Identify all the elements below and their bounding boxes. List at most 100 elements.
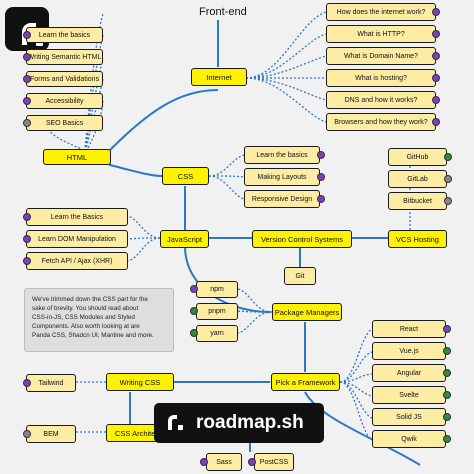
node-pkg-managers[interactable]: Package Managers xyxy=(272,303,342,321)
node-gitlab[interactable]: GitLab xyxy=(388,170,447,188)
node-label: DNS and how it works? xyxy=(344,96,418,104)
node-js-basics[interactable]: Learn the Basics xyxy=(26,208,128,226)
check-icon xyxy=(444,153,452,161)
node-label: Angular xyxy=(396,369,422,377)
node-bem[interactable]: BEM xyxy=(26,425,76,443)
check-icon xyxy=(443,413,451,421)
node-label: yarn xyxy=(210,330,224,337)
node-html[interactable]: HTML xyxy=(43,149,111,165)
node-label: Browsers and how they work? xyxy=(334,118,428,126)
check-icon xyxy=(190,329,198,337)
node-label: Learn the basics xyxy=(38,31,91,39)
node-vcs-hosting[interactable]: VCS Hosting xyxy=(388,230,447,248)
node-yarn[interactable]: yarn xyxy=(196,325,238,342)
node-label: Bitbucket xyxy=(403,197,432,205)
node-label: How does the internet work? xyxy=(336,8,426,16)
node-dns[interactable]: DNS and how it works? xyxy=(326,91,436,109)
node-npm[interactable]: npm xyxy=(196,281,238,298)
node-label: Making Layouts xyxy=(257,173,307,181)
page-title: Front-end xyxy=(199,6,247,18)
check-icon xyxy=(23,430,31,438)
node-label: What is hosting? xyxy=(355,74,407,82)
node-domain[interactable]: What is Domain Name? xyxy=(326,47,436,65)
node-label: SEO Basics xyxy=(45,119,84,127)
node-semantic-html[interactable]: Writing Semantic HTML xyxy=(26,49,103,65)
check-icon xyxy=(317,151,325,159)
node-layouts[interactable]: Making Layouts xyxy=(244,168,320,186)
check-icon xyxy=(23,379,31,387)
node-label: Qwik xyxy=(401,435,417,443)
node-http[interactable]: What is HTTP? xyxy=(326,25,436,43)
node-pnpm[interactable]: pnpm xyxy=(196,303,238,320)
node-fetch[interactable]: Fetch API / Ajax (XHR) xyxy=(26,252,128,270)
check-icon xyxy=(23,75,31,83)
node-label: React xyxy=(399,325,419,333)
brand-name: roadmap.sh xyxy=(196,412,304,433)
node-label: Writing CSS xyxy=(119,377,161,387)
node-writing-css[interactable]: Writing CSS xyxy=(106,373,174,391)
node-qwik[interactable]: Qwik xyxy=(372,430,446,448)
node-label: JavaScript xyxy=(166,234,202,244)
node-label: Responsive Design xyxy=(251,195,313,203)
check-icon xyxy=(190,307,198,315)
node-vue[interactable]: Vue.js xyxy=(372,342,446,360)
node-internet[interactable]: Internet xyxy=(191,68,247,86)
node-label: Learn the basics xyxy=(256,151,308,159)
node-label: What is Domain Name? xyxy=(344,52,418,60)
node-accessibility[interactable]: Accessibility xyxy=(26,93,103,109)
node-postcss[interactable]: PostCSS xyxy=(254,453,294,471)
node-learn-basics[interactable]: Learn the basics xyxy=(26,27,103,43)
node-label: Solid JS xyxy=(396,413,422,421)
check-icon xyxy=(432,118,440,126)
check-icon xyxy=(443,369,451,377)
roadmap-r-icon xyxy=(166,412,188,434)
node-label: BEM xyxy=(43,430,59,438)
node-label: GitHub xyxy=(406,153,429,161)
check-icon xyxy=(23,31,31,39)
node-svelte[interactable]: Svelte xyxy=(372,386,446,404)
node-pick-framework[interactable]: Pick a Framework xyxy=(271,373,340,391)
node-dom[interactable]: Learn DOM Manipulation xyxy=(26,230,128,248)
check-icon xyxy=(432,74,440,82)
node-label: GitLab xyxy=(407,175,428,183)
node-label: Git xyxy=(295,272,305,280)
check-icon xyxy=(317,195,325,203)
check-icon xyxy=(200,458,208,466)
node-forms[interactable]: Forms and Validations xyxy=(26,71,103,87)
node-label: Learn the Basics xyxy=(50,213,104,221)
node-responsive[interactable]: Responsive Design xyxy=(244,190,320,208)
node-solid[interactable]: Solid JS xyxy=(372,408,446,426)
check-icon xyxy=(443,347,451,355)
check-icon xyxy=(23,213,31,221)
node-react[interactable]: React xyxy=(372,320,446,338)
node-javascript[interactable]: JavaScript xyxy=(160,230,209,248)
check-icon xyxy=(443,391,451,399)
node-label: Pick a Framework xyxy=(275,377,336,387)
check-icon xyxy=(443,435,451,443)
node-label: CSS Architecture xyxy=(115,428,157,438)
node-vcs[interactable]: Version Control Systems xyxy=(252,230,352,248)
node-css-architecture[interactable]: CSS Architecture xyxy=(106,424,158,442)
node-hosting[interactable]: What is hosting? xyxy=(326,69,436,87)
check-icon xyxy=(248,458,256,466)
brand-banner: roadmap.sh xyxy=(154,403,324,443)
node-git[interactable]: Git xyxy=(284,267,316,285)
node-label: Writing Semantic HTML xyxy=(27,53,102,61)
node-sass[interactable]: Sass xyxy=(206,453,242,471)
node-css[interactable]: CSS xyxy=(162,167,209,185)
node-angular[interactable]: Angular xyxy=(372,364,446,382)
node-how-internet[interactable]: How does the internet work? xyxy=(326,3,436,21)
check-icon xyxy=(23,53,31,61)
node-label: Internet xyxy=(206,72,232,82)
note-box: We've trimmed down the CSS part for the … xyxy=(24,288,174,352)
node-bitbucket[interactable]: Bitbucket xyxy=(388,192,447,210)
node-label: Forms and Validations xyxy=(29,75,100,83)
node-tailwind[interactable]: Tailwind xyxy=(26,374,76,392)
node-css-basics[interactable]: Learn the basics xyxy=(244,146,320,164)
node-browsers[interactable]: Browsers and how they work? xyxy=(326,113,436,131)
node-label: What is HTTP? xyxy=(357,30,405,38)
node-seo[interactable]: SEO Basics xyxy=(26,115,103,131)
node-github[interactable]: GitHub xyxy=(388,148,447,166)
node-label: npm xyxy=(210,286,224,293)
